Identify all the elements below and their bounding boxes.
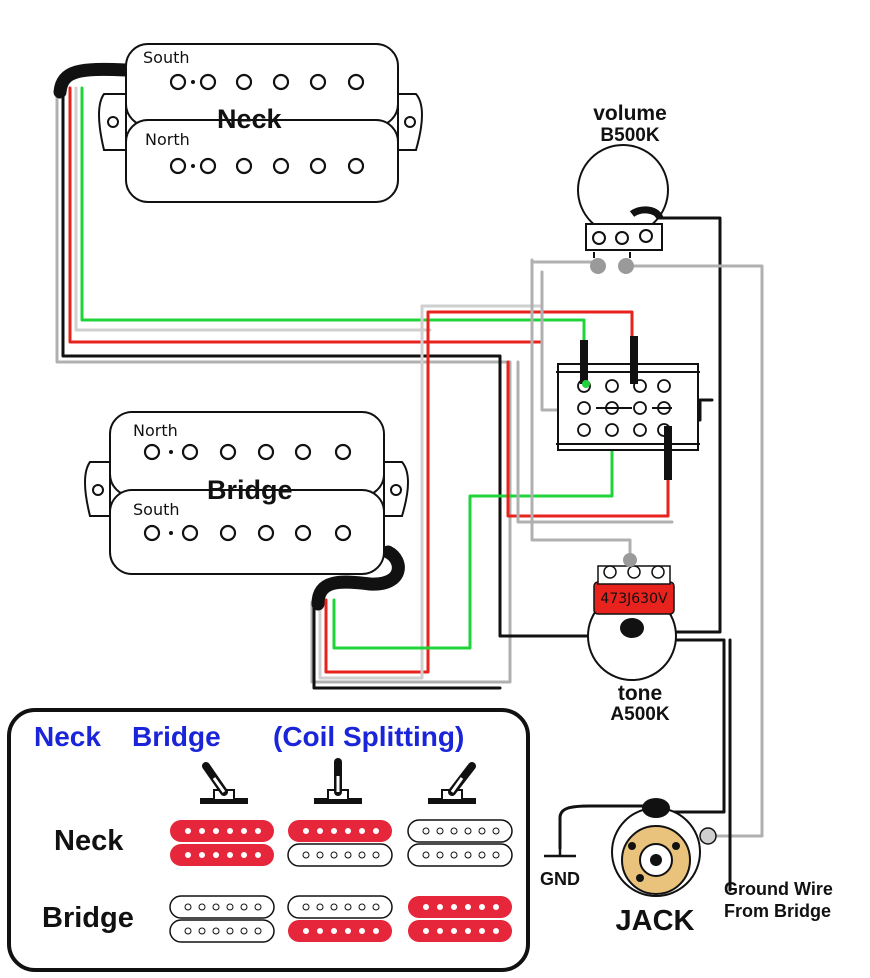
switch-to-tone-gray xyxy=(530,258,632,562)
volume-lug-1 xyxy=(590,258,606,274)
ground-note-line1: Ground Wire xyxy=(724,879,833,899)
legend-bridge-pos3 xyxy=(408,896,512,942)
gnd-label: GND xyxy=(540,869,580,889)
bridge-white-wire xyxy=(318,304,542,680)
bridge-lead-sheath xyxy=(311,545,405,611)
legend-col-bridge: Bridge xyxy=(132,721,221,752)
capacitor-code: 473J630V xyxy=(600,591,668,607)
legend-bridge-pos2 xyxy=(287,895,393,942)
switch-sleeve-1 xyxy=(580,340,588,384)
tone-jack-black xyxy=(630,638,726,814)
toggle-switch xyxy=(556,336,700,480)
tone-value: A500K xyxy=(610,704,669,725)
bridge-south-label: South xyxy=(133,500,180,519)
gnd-wire xyxy=(558,804,652,850)
toggle-position-icon-middle xyxy=(314,758,362,804)
toggle-position-icon-right xyxy=(428,762,476,804)
bridge-red-wire xyxy=(324,310,634,674)
neck-lead-sheath xyxy=(53,62,133,99)
bridge-pickup xyxy=(84,411,409,575)
jack-solder-joint xyxy=(642,798,670,818)
neck-north-coil xyxy=(125,119,399,203)
switch-sleeve-2 xyxy=(630,336,638,384)
neck-south-label: South xyxy=(143,48,190,67)
bridge-black-wire xyxy=(312,598,502,690)
neck-pickup-label: Neck xyxy=(217,104,283,134)
bridge-green-wire xyxy=(332,438,614,650)
ground-note-line2: From Bridge xyxy=(724,901,831,921)
vol-output-gray xyxy=(624,264,764,838)
neck-red-wire xyxy=(68,86,542,344)
neck-black-wire xyxy=(61,86,614,638)
legend-row-neck: Neck xyxy=(54,825,124,857)
jack-label: JACK xyxy=(616,905,695,937)
legend-row-bridge: Bridge xyxy=(42,902,134,934)
switch-gray-link xyxy=(516,360,674,524)
volume-value: B500K xyxy=(600,125,659,146)
neck-white-wire xyxy=(74,86,432,332)
bridge-north-label: North xyxy=(133,421,178,440)
switching-legend: Neck Bridge (Coil Splitting) Neck Bridge xyxy=(7,708,530,972)
wires xyxy=(53,62,764,892)
neck-gray-wire xyxy=(55,86,512,684)
legend-bridge-pos1 xyxy=(169,895,275,943)
legend-neck-pos2 xyxy=(287,820,393,867)
neck-north-label: North xyxy=(145,130,190,149)
legend-neck-pos1 xyxy=(170,820,274,866)
bridge-pickup-label: Bridge xyxy=(207,475,293,505)
switch-red-link xyxy=(506,360,670,518)
volume-label: volume xyxy=(593,102,667,125)
switch-sleeve-3 xyxy=(664,426,672,480)
neck-pickup xyxy=(98,43,423,203)
toggle-position-icon-left xyxy=(200,762,248,804)
volume-lug-2 xyxy=(618,258,634,274)
legend-neck-pos3 xyxy=(407,819,513,867)
output-jack xyxy=(611,798,717,897)
tone-pot xyxy=(587,553,677,681)
vol-gray-return xyxy=(540,270,562,412)
ground-symbol xyxy=(544,848,576,858)
legend-col-split: (Coil Splitting) xyxy=(273,721,464,752)
legend-col-neck: Neck xyxy=(34,721,101,752)
volume-pot-body xyxy=(577,144,669,236)
volume-pot xyxy=(577,144,669,274)
tone-label: tone xyxy=(618,682,662,705)
tone-solder-joint xyxy=(620,618,644,638)
tone-lug xyxy=(623,553,637,567)
jack-tip-lug xyxy=(699,827,717,845)
bridge-south-coil xyxy=(109,489,385,575)
